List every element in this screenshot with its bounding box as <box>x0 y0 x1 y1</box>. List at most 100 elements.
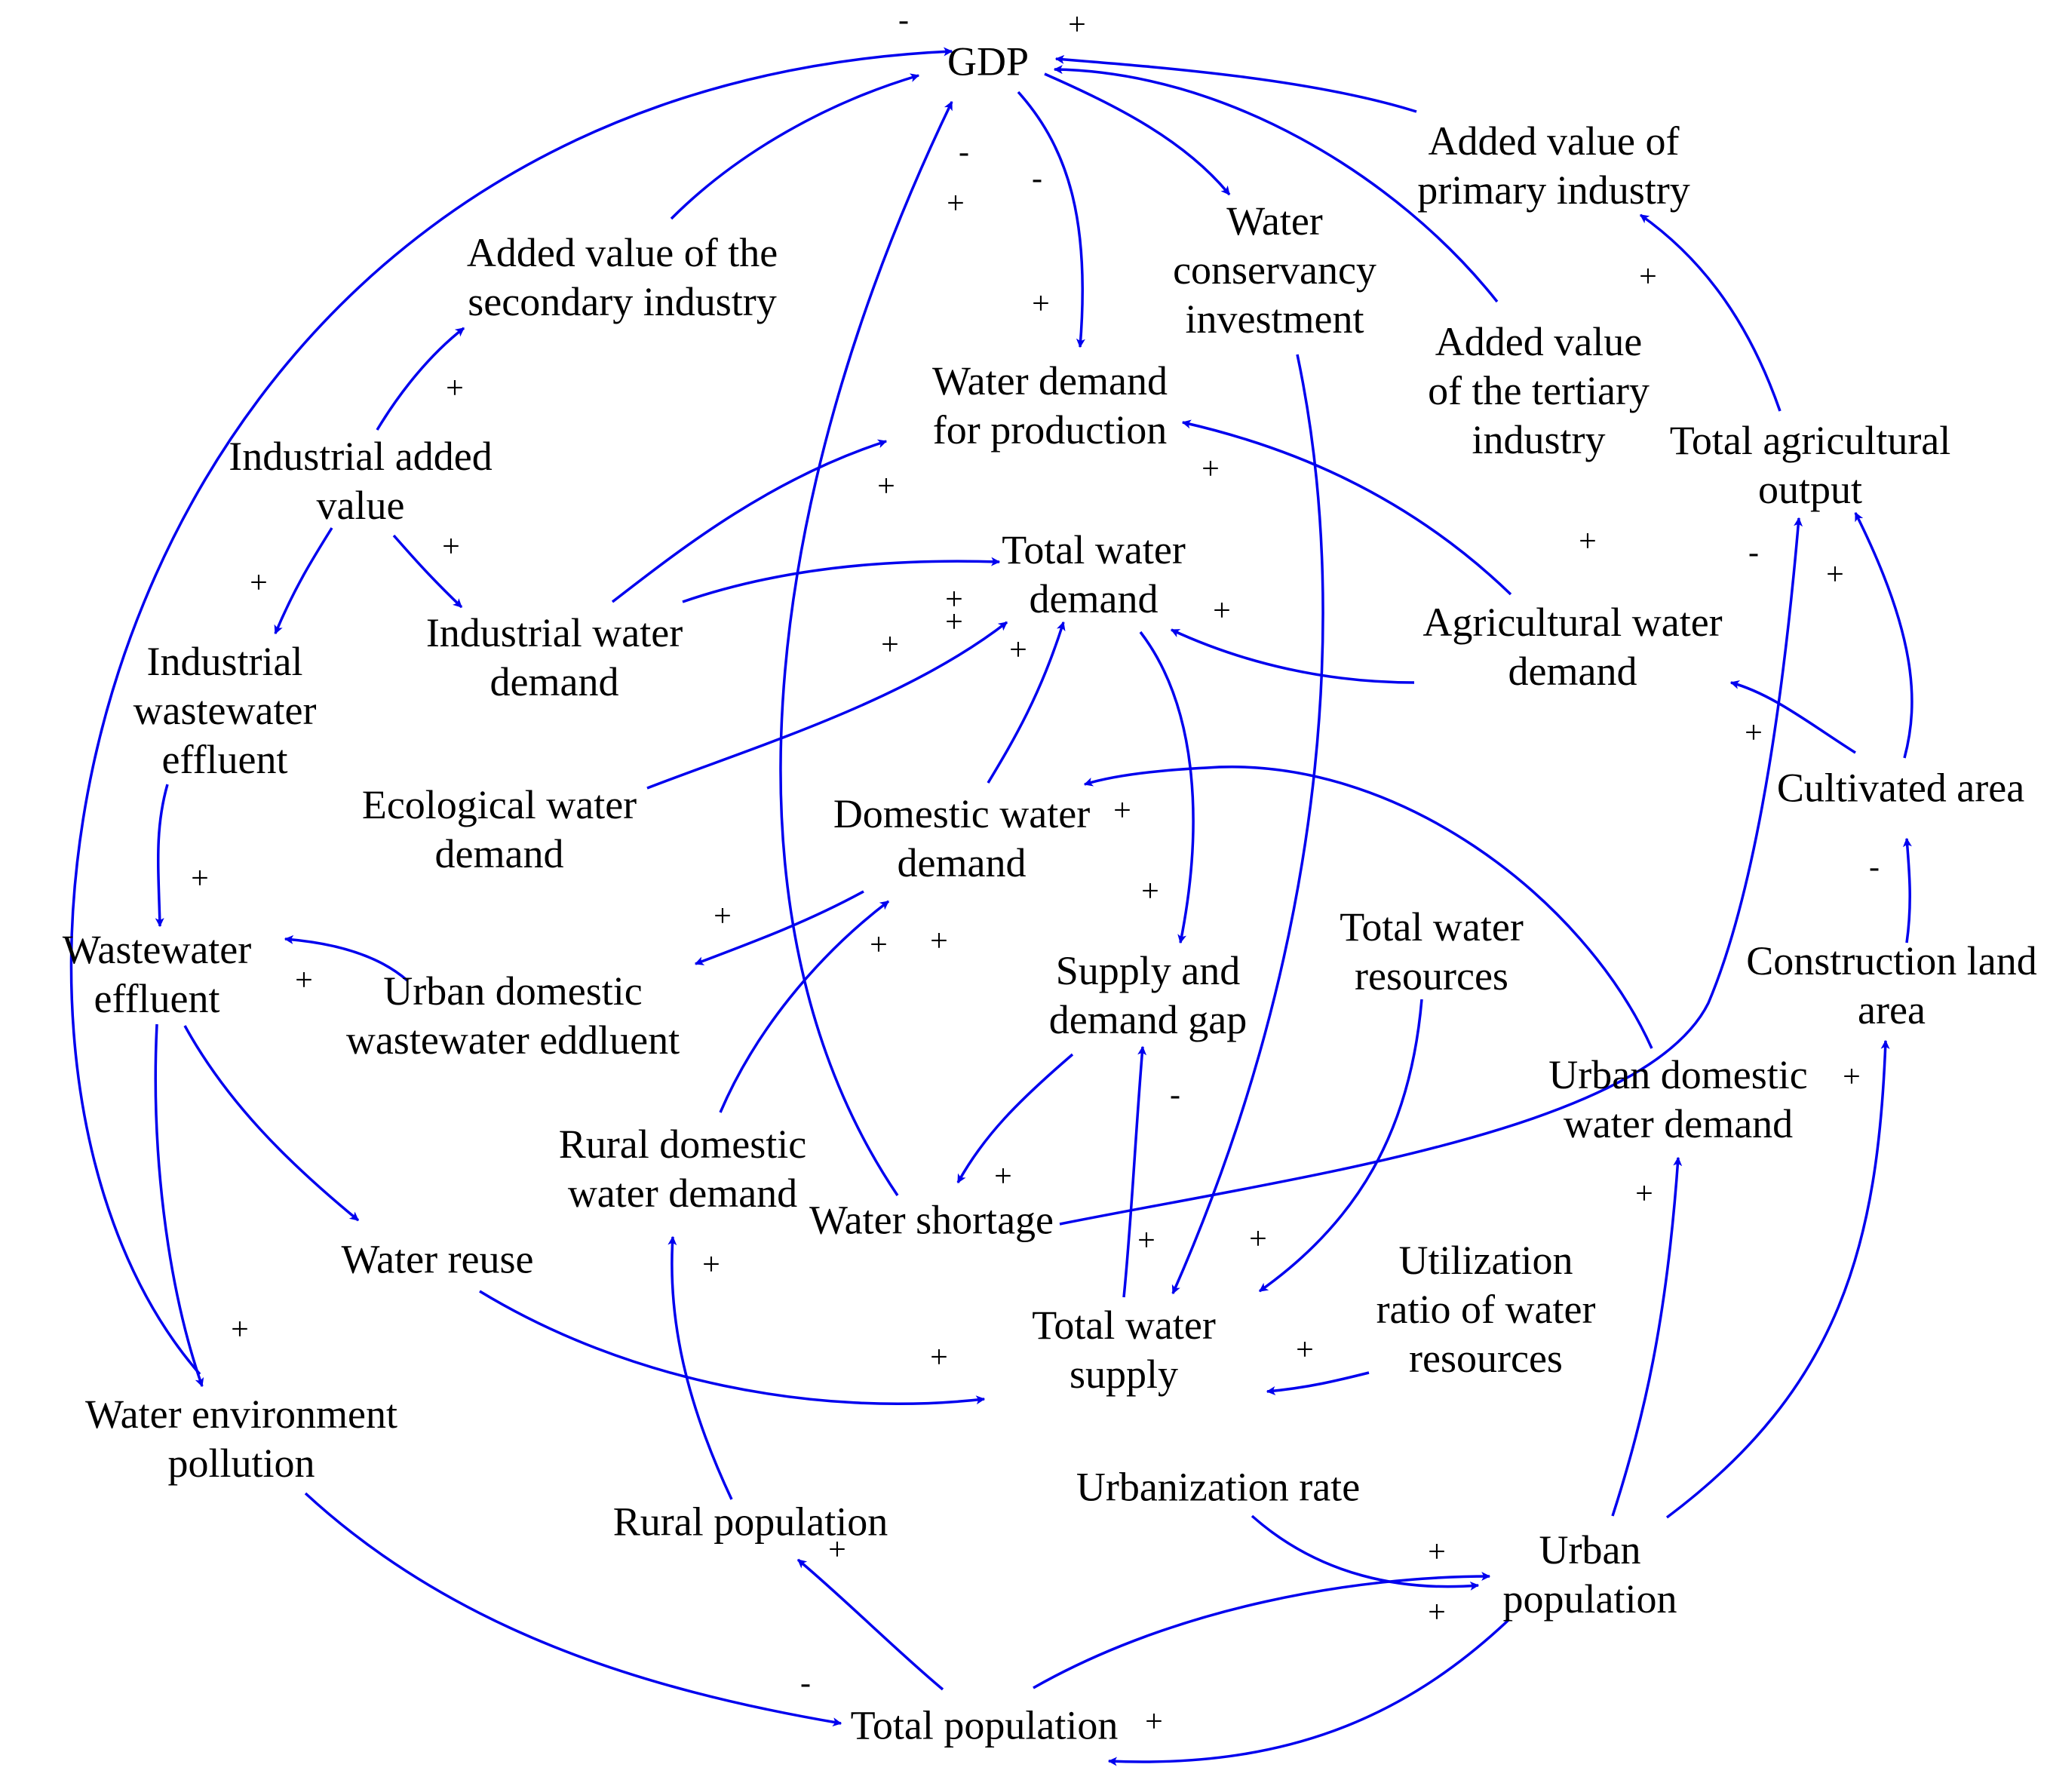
node-line: demand <box>434 831 564 876</box>
arrow-construction-to-cultivated <box>1902 837 1912 944</box>
arrow-wastewater-to-pollution <box>154 1023 204 1388</box>
node-line: Construction land <box>1746 938 2037 984</box>
node-line: Total water <box>1340 904 1524 950</box>
arrow-urban-to-urbandemand <box>1611 1156 1683 1517</box>
polarity-sign: + <box>191 861 209 896</box>
polarity-sign: - <box>959 134 969 170</box>
node-line: primary industry <box>1417 167 1690 213</box>
polarity-sign: + <box>250 565 268 600</box>
node-industrial-added-value: Industrial added value <box>229 432 492 530</box>
polarity-sign: + <box>1579 523 1597 559</box>
node-line: demand <box>1508 649 1637 694</box>
node-domestic-water-demand: Domestic water demand <box>833 790 1090 888</box>
polarity-sign: + <box>930 923 948 959</box>
node-line: secondary industry <box>468 279 777 324</box>
arrow-cultivated-to-agri-demand <box>1729 680 1856 754</box>
node-rural-population: Rural population <box>612 1499 888 1545</box>
arrow-industrial-to-water-demand <box>392 534 463 609</box>
polarity-sign: + <box>702 1247 720 1282</box>
node-line: Urban domestic <box>383 968 643 1014</box>
node-industrial-water-demand: Industrial water demand <box>426 609 683 707</box>
node-line: Agricultural water <box>1422 600 1723 646</box>
node-total-water-supply: Total water supply <box>1032 1301 1216 1399</box>
node-line: demand <box>1029 576 1159 621</box>
polarity-sign: + <box>930 1339 948 1375</box>
arrow-urbanww-to-wastewater <box>284 934 409 982</box>
node-line: investment <box>1185 296 1364 342</box>
arrow-urban-demand-to-domestic <box>1083 766 1653 1049</box>
polarity-sign: + <box>1202 451 1220 486</box>
node-urban-domestic-wastewater: Urban domestic wastewater eddluent <box>346 967 680 1065</box>
polarity-sign: + <box>1213 593 1231 628</box>
node-line: demand gap <box>1048 997 1248 1042</box>
node-line: effluent <box>94 976 220 1021</box>
arrow-pollution-to-gdp <box>69 47 953 1376</box>
polarity-sign: - <box>898 2 909 38</box>
node-water-demand-production: Water demand for production <box>932 357 1168 455</box>
node-added-value-tertiary: Added value of the tertiary industry <box>1428 318 1650 464</box>
node-line: ratio of water <box>1376 1286 1596 1332</box>
polarity-sign: + <box>1826 557 1844 592</box>
node-line: Added value of <box>1428 118 1680 164</box>
node-line: resources <box>1409 1335 1563 1381</box>
polarity-sign: + <box>1113 793 1131 828</box>
arrow-output-to-primary <box>1639 213 1782 412</box>
polarity-sign: + <box>1745 715 1763 750</box>
polarity-sign: - <box>1170 1077 1180 1112</box>
arrow-gdp-to-investment <box>1044 72 1231 196</box>
arrow-tertiary-to-gdp <box>1053 65 1499 303</box>
polarity-sign: + <box>1428 1534 1446 1570</box>
polarity-sign: + <box>945 604 963 640</box>
arrow-agri-to-total <box>1170 628 1415 684</box>
polarity-sign: - <box>1869 849 1880 885</box>
polarity-sign: + <box>1009 632 1027 667</box>
node-wastewater-effluent: Wastewater effluent <box>63 925 252 1023</box>
node-rural-domestic-water-demand: Rural domestic water demand <box>559 1120 806 1218</box>
node-line: wastewater eddluent <box>345 1017 680 1063</box>
arrow-urbanization-to-urban <box>1251 1514 1480 1591</box>
arrow-supply-to-gap <box>1122 1045 1147 1298</box>
node-urbanization-rate: Urbanization rate <box>1076 1464 1361 1510</box>
polarity-sign: + <box>881 627 899 662</box>
node-urban-population: Urban population <box>1503 1526 1677 1624</box>
node-line: Total agricultural <box>1669 418 1951 464</box>
node-line: Total water <box>1032 1303 1216 1349</box>
arrow-gdp-to-production-demand <box>1017 91 1085 348</box>
node-total-agricultural-output: Total agricultural output <box>1670 416 1951 514</box>
node-line: population <box>1502 1576 1677 1622</box>
polarity-sign: + <box>828 1532 846 1567</box>
node-line: supply <box>1069 1352 1179 1397</box>
polarity-sign: - <box>800 1665 811 1701</box>
polarity-sign: + <box>714 898 732 934</box>
arrow-shortage-to-gdp <box>779 100 953 1196</box>
arrow-industrial-to-wastewater <box>274 527 333 635</box>
arrow-totalpop-to-urban <box>1033 1572 1491 1689</box>
polarity-sign: + <box>446 370 464 406</box>
node-line: resources <box>1355 953 1508 999</box>
arrow-gap-to-shortage <box>956 1053 1074 1184</box>
polarity-sign: + <box>1145 1704 1163 1739</box>
polarity-sign: - <box>1748 535 1759 570</box>
polarity-sign: + <box>1249 1221 1267 1257</box>
polarity-sign: + <box>1635 1176 1653 1211</box>
polarity-sign: + <box>1032 286 1050 321</box>
node-water-conservancy-investment: Water conservancy investment <box>1173 197 1376 343</box>
arrow-agri-to-production <box>1181 419 1512 596</box>
polarity-sign: + <box>442 529 460 564</box>
node-line: water demand <box>567 1171 798 1216</box>
polarity-sign: + <box>1068 7 1086 42</box>
node-ecological-water-demand: Ecological water demand <box>362 781 637 879</box>
node-supply-demand-gap: Supply and demand gap <box>1049 947 1247 1045</box>
node-line: conservancy <box>1173 247 1376 293</box>
polarity-sign: + <box>947 186 965 221</box>
node-water-environment-pollution: Water environment pollution <box>85 1390 397 1488</box>
arrow-investment-to-supply <box>1171 354 1324 1295</box>
node-line: area <box>1858 987 1926 1033</box>
node-line: Industrial <box>146 638 303 684</box>
polarity-sign: + <box>295 962 313 998</box>
arrow-eco-to-total <box>646 621 1008 790</box>
polarity-sign: + <box>945 581 963 617</box>
polarity-sign: + <box>1428 1594 1446 1630</box>
